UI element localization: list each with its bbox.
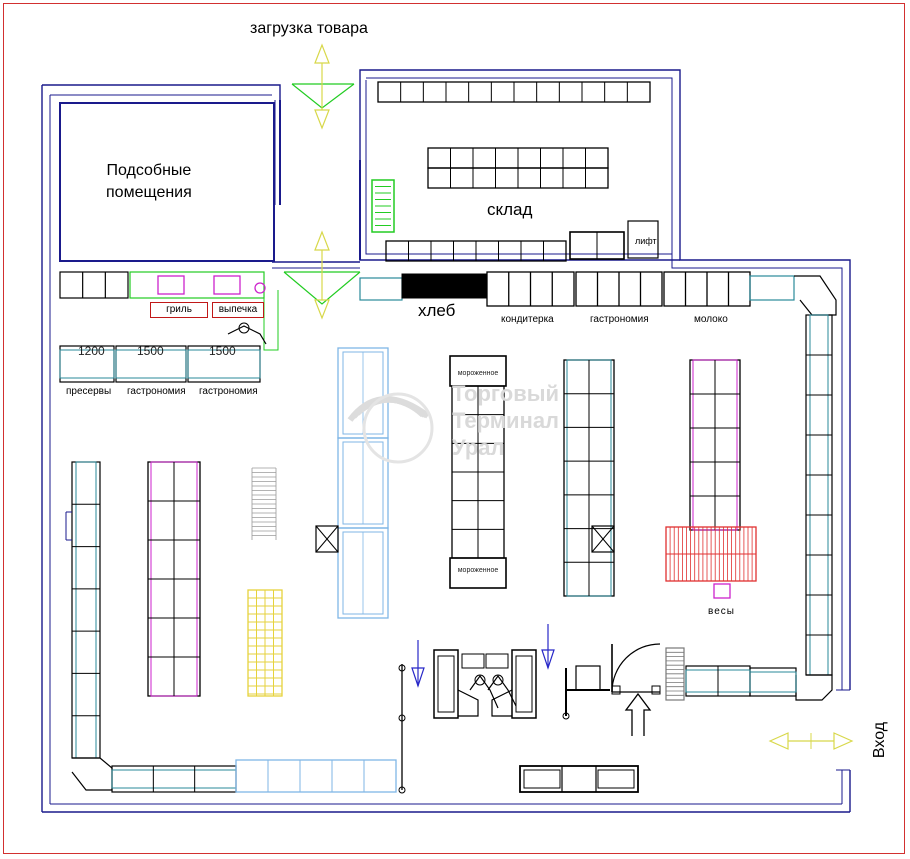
- size-1200-label: 1200: [78, 344, 105, 358]
- corner-bottom-left: [71, 757, 113, 791]
- left-top-counter: [59, 271, 129, 299]
- bakery-label: выпечка: [212, 302, 264, 318]
- counter-small-left: [359, 277, 403, 301]
- gastronomy-left1-label: гастрономия: [127, 386, 186, 397]
- gastronomy-left2-label: гастрономия: [199, 386, 258, 397]
- cashier-left-head: [474, 674, 486, 686]
- crate-left: [315, 525, 339, 553]
- cashier-figure-left: [469, 674, 499, 709]
- loading-arrow-bottom-head: [314, 230, 330, 251]
- entrance-arrow-right-head: [833, 732, 854, 750]
- inner-wall-top-right: [366, 77, 843, 690]
- cash-register-right: [485, 653, 509, 669]
- loading-arrow-bottom-head: [314, 299, 330, 320]
- watermark-swoosh: [361, 399, 424, 418]
- crate-left-x2: [315, 525, 339, 553]
- loading-door-top: [291, 83, 355, 109]
- bottom-chest-inner1: [523, 769, 561, 789]
- counter-bottom-right-glass: [749, 671, 797, 693]
- corner-bottom-right: [795, 674, 833, 701]
- cash-desk-right-inner: [515, 655, 533, 713]
- outer-wall-top-left: [42, 84, 281, 100]
- loading-arrow-top-head: [314, 109, 330, 130]
- grill-bakery-counter: [129, 271, 265, 299]
- bakery-unit: [213, 275, 241, 295]
- confectionery-label: кондитерка: [501, 314, 554, 325]
- lift-label: лифт: [635, 236, 657, 246]
- oven-icon: [254, 282, 266, 294]
- staff-head: [238, 322, 250, 334]
- size-1500-label-2: 1500: [209, 344, 236, 358]
- warehouse-label: склад: [487, 200, 533, 219]
- bread-counter: [401, 273, 487, 299]
- warehouse-green-rack: [371, 179, 395, 233]
- gastronomy-fridge-1-glass: [115, 349, 187, 379]
- entrance-arrow-left-head: [768, 732, 789, 750]
- scales-icon: [713, 583, 731, 599]
- cash-desk-right-belt: [491, 689, 513, 717]
- gate-hinge: [611, 685, 621, 695]
- loading-label: загрузка товара: [250, 20, 368, 37]
- utility-rooms-label: Подсобные помещения: [106, 162, 192, 201]
- cash-register-left: [461, 653, 485, 669]
- scales-label: весы: [708, 606, 735, 617]
- gate-hinge-2: [651, 685, 661, 695]
- loading-arrow-top: [314, 43, 330, 130]
- grill-unit: [157, 275, 185, 295]
- bread-label: хлеб: [418, 301, 456, 320]
- turnstile-base: [562, 712, 570, 720]
- watermark-text: Торговый Терминал Урал: [452, 381, 560, 460]
- cash-desk-left-belt: [457, 689, 479, 717]
- ice-cream-bottom-label: мороженное: [457, 567, 499, 574]
- preserves-label: пресервы: [66, 386, 112, 397]
- grill-label: гриль: [150, 302, 208, 318]
- checkout-fridge-row: [235, 759, 397, 793]
- loading-arrow-top-head: [314, 43, 330, 64]
- gastronomy-top-label: гастрономия: [590, 314, 649, 325]
- right-wall-fridge-glass: [809, 314, 829, 676]
- exit-arrow: [624, 692, 652, 736]
- rail-post-1: [398, 664, 406, 672]
- entrance-label: Вход: [871, 721, 888, 759]
- staff-figure: [227, 325, 267, 345]
- utility-room: [59, 102, 275, 262]
- loading-door-bottom: [283, 271, 361, 305]
- ice-cream-bottom-unit: [449, 557, 507, 589]
- cashier-right-head: [492, 674, 504, 686]
- rail-post-2: [398, 714, 406, 722]
- preserves-fridge-glass: [59, 349, 115, 379]
- turnstile-box: [575, 665, 601, 691]
- gastronomy-fridge-2-glass: [187, 349, 261, 379]
- crate-right: [591, 525, 615, 553]
- cash-desk-right: [511, 649, 537, 719]
- loading-arrow-bottom: [314, 230, 330, 320]
- cashier-figure-right: [487, 674, 517, 707]
- corner-top-right: [794, 275, 837, 316]
- bottom-chest-inner2: [597, 769, 635, 789]
- ice-cream-top-label: мороженное: [457, 370, 499, 377]
- outer-wall-top-right: [359, 69, 851, 690]
- left-wall-fridge-glass: [75, 461, 97, 759]
- size-1500-label-1: 1500: [137, 344, 164, 358]
- lift-box: [627, 220, 659, 259]
- drawing-frame: [3, 3, 905, 854]
- gate-swing: [611, 643, 661, 693]
- green-partition: [263, 290, 279, 351]
- cash-desk-left-inner: [437, 655, 455, 713]
- entry-arrow-right-head: [541, 649, 555, 670]
- warehouse-wall-inner: [365, 80, 672, 255]
- crate-right-x2: [591, 525, 615, 553]
- cash-desk-left: [433, 649, 459, 719]
- milk-label: молоко: [694, 314, 728, 325]
- counter-top-right: [749, 275, 795, 301]
- entry-arrow-left-head: [411, 667, 425, 688]
- bottom-left-fridge-glass: [111, 769, 237, 789]
- bottom-chest: [519, 765, 639, 793]
- watermark-globe: [362, 392, 434, 464]
- chest-freezer-3: [337, 527, 389, 619]
- rail-post-3: [398, 786, 406, 794]
